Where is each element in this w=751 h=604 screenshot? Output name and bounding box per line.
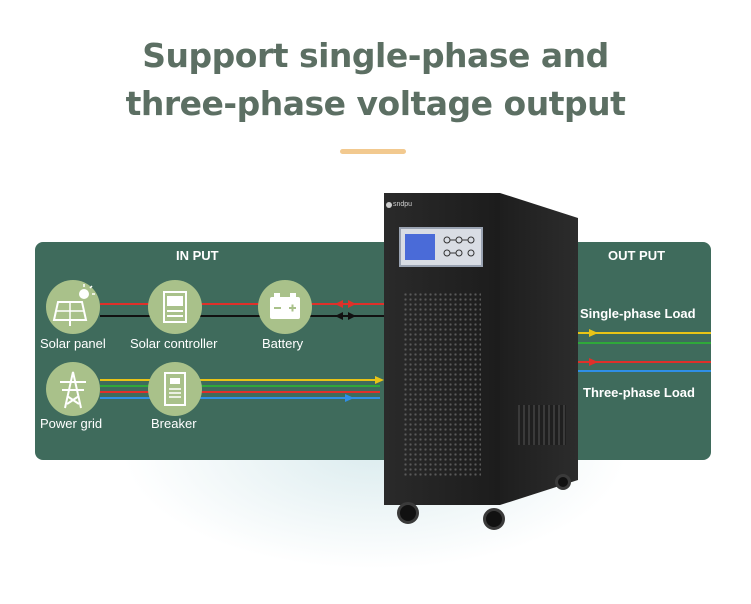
side-vent [518, 405, 566, 445]
arrow-blue-in [345, 394, 354, 402]
battery-label: Battery [262, 336, 304, 351]
solar-controller-icon [163, 291, 187, 323]
solar-panel-icon [52, 284, 95, 326]
solar-panel-label: Solar panel [40, 336, 106, 351]
caster-wheel-front-left [397, 502, 419, 524]
input-panel-header: IN PUT [176, 248, 219, 263]
cabinet-side-panel [500, 193, 578, 505]
battery-node [258, 280, 312, 334]
title-underline [340, 149, 406, 154]
power-grid-tower-icon [60, 371, 86, 409]
brand-logo-icon [386, 202, 392, 208]
solar-controller-node [148, 280, 202, 334]
lcd-status-icons [443, 236, 475, 257]
arrow-red-right [348, 300, 356, 308]
lcd-screen [405, 234, 435, 260]
breaker-label: Breaker [151, 416, 197, 431]
arrow-black-left [335, 312, 343, 320]
input-panel [35, 242, 407, 460]
lcd-display [399, 227, 483, 267]
arrow-red-left [335, 300, 343, 308]
three-phase-load-label: Three-phase Load [583, 385, 695, 400]
headline-line-2: three-phase voltage output [125, 84, 626, 123]
arrow-black-right [348, 312, 356, 320]
caster-wheel-front-right [483, 508, 505, 530]
battery-icon [270, 293, 300, 319]
front-vent-grille [403, 292, 481, 478]
headline-line-1: Support single-phase and [142, 36, 609, 75]
caster-wheel-back [555, 474, 571, 490]
solar-panel-node [46, 280, 100, 334]
brand-label: sndpu [393, 201, 413, 208]
out-arrow-yellow [589, 329, 598, 337]
arrow-yellow-in [375, 376, 384, 384]
out-arrow-red [589, 358, 598, 366]
breaker-icon [164, 372, 186, 406]
power-grid-node [46, 362, 100, 416]
output-panel-header: OUT PUT [608, 248, 666, 263]
single-phase-load-label: Single-phase Load [580, 306, 696, 321]
power-grid-label: Power grid [40, 416, 103, 431]
solar-controller-label: Solar controller [130, 336, 218, 351]
output-panel [552, 242, 711, 460]
breaker-node [148, 362, 202, 416]
